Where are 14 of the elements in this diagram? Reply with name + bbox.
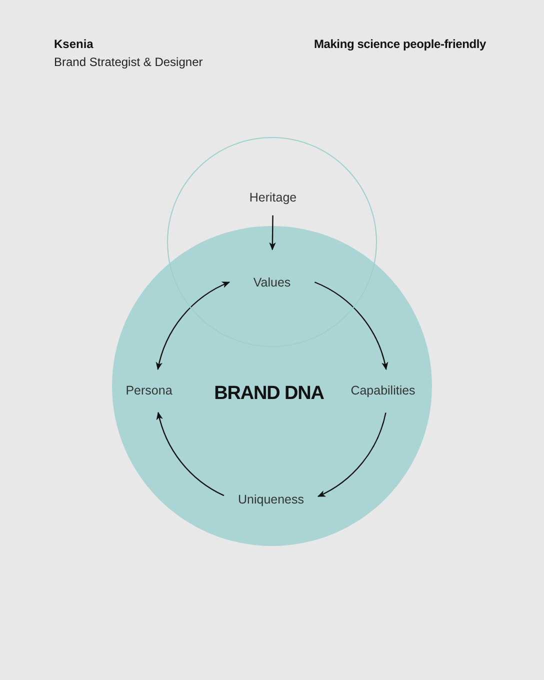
node-label: Values: [253, 274, 291, 292]
arrow: [156, 412, 224, 496]
author-role: Brand Strategist & Designer: [54, 54, 203, 71]
arrow: [317, 412, 386, 497]
circle-title: BRAND DNA: [214, 382, 324, 406]
arrow: [314, 282, 388, 370]
tagline: Making science people-friendly: [314, 36, 486, 53]
node-label: Capabilities: [350, 382, 416, 400]
author-name: Ksenia: [54, 36, 94, 53]
node-label: Heritage: [249, 188, 297, 208]
arrow: [156, 282, 230, 370]
arrow: [269, 215, 276, 250]
node-label: Uniqueness: [238, 490, 304, 510]
node-label: Persona: [126, 382, 172, 400]
